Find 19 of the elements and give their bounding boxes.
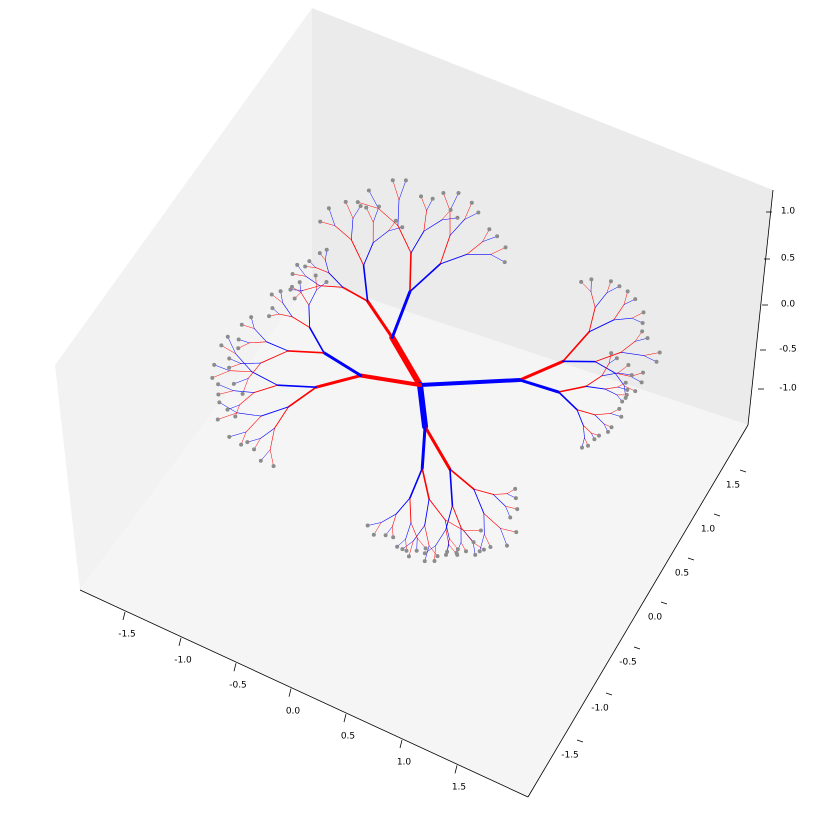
tick-label: -0.5: [779, 346, 797, 354]
tick-label: 1.5: [452, 784, 466, 792]
tick-label: 0.5: [340, 732, 356, 742]
tick-label: 1.0: [700, 526, 716, 534]
tick-label: 1.0: [396, 758, 412, 768]
tick-label: -1.5: [118, 630, 136, 640]
tick-label: 0.0: [286, 708, 300, 716]
tick-label: 0.5: [780, 254, 796, 264]
tick-label: -1.5: [561, 752, 579, 760]
tick-label: -1.0: [174, 656, 192, 666]
tick-label: -1.0: [779, 384, 797, 394]
tick-label: -0.5: [229, 682, 247, 690]
tick-label: 1.5: [726, 482, 740, 490]
tick-label: 0.0: [648, 614, 662, 622]
tick-label: 1.0: [780, 208, 796, 216]
tick-label: -1.0: [591, 704, 609, 714]
tick-label: -0.5: [619, 658, 637, 668]
tick-label: 0.0: [780, 300, 796, 310]
tick-label: 0.5: [674, 570, 690, 578]
